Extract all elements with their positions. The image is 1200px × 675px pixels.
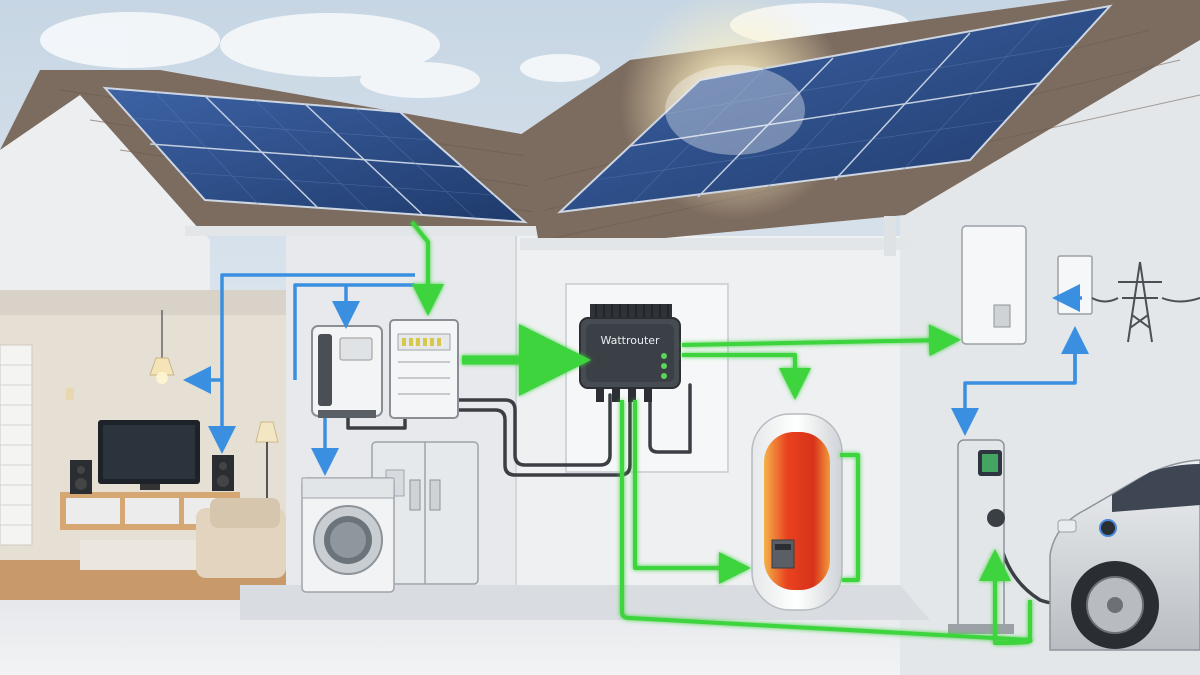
utility-floor <box>240 585 930 620</box>
solar-flow-arrows <box>410 220 1033 645</box>
speaker-left <box>70 460 92 494</box>
wattrouter-icon: Wattrouter <box>579 304 681 402</box>
ev-charger-icon <box>948 439 1014 634</box>
gutter-right <box>520 238 910 250</box>
fuse-box-icon <box>389 319 459 419</box>
gutter-left <box>185 226 555 236</box>
speaker-right <box>212 455 234 491</box>
electric-car-icon <box>1049 459 1200 651</box>
downpipe <box>884 216 896 256</box>
pylon-icon <box>1091 261 1200 343</box>
solar-panel-icon <box>102 86 528 224</box>
tv-icon <box>98 420 200 490</box>
grid-connection-box <box>1057 255 1093 315</box>
wattrouter-label: Wattrouter <box>600 334 660 347</box>
grid-flow-arrows <box>183 273 1089 476</box>
window-blinds <box>0 344 33 546</box>
solar-panel-icon <box>557 4 1113 214</box>
inverter-icon <box>311 325 383 418</box>
wall-sconce <box>66 388 74 400</box>
armchair <box>196 498 286 578</box>
washing-machine-icon <box>301 477 395 593</box>
water-heater-icon <box>751 413 843 611</box>
lamp-icon <box>149 310 175 384</box>
meter-icon <box>961 225 1027 345</box>
